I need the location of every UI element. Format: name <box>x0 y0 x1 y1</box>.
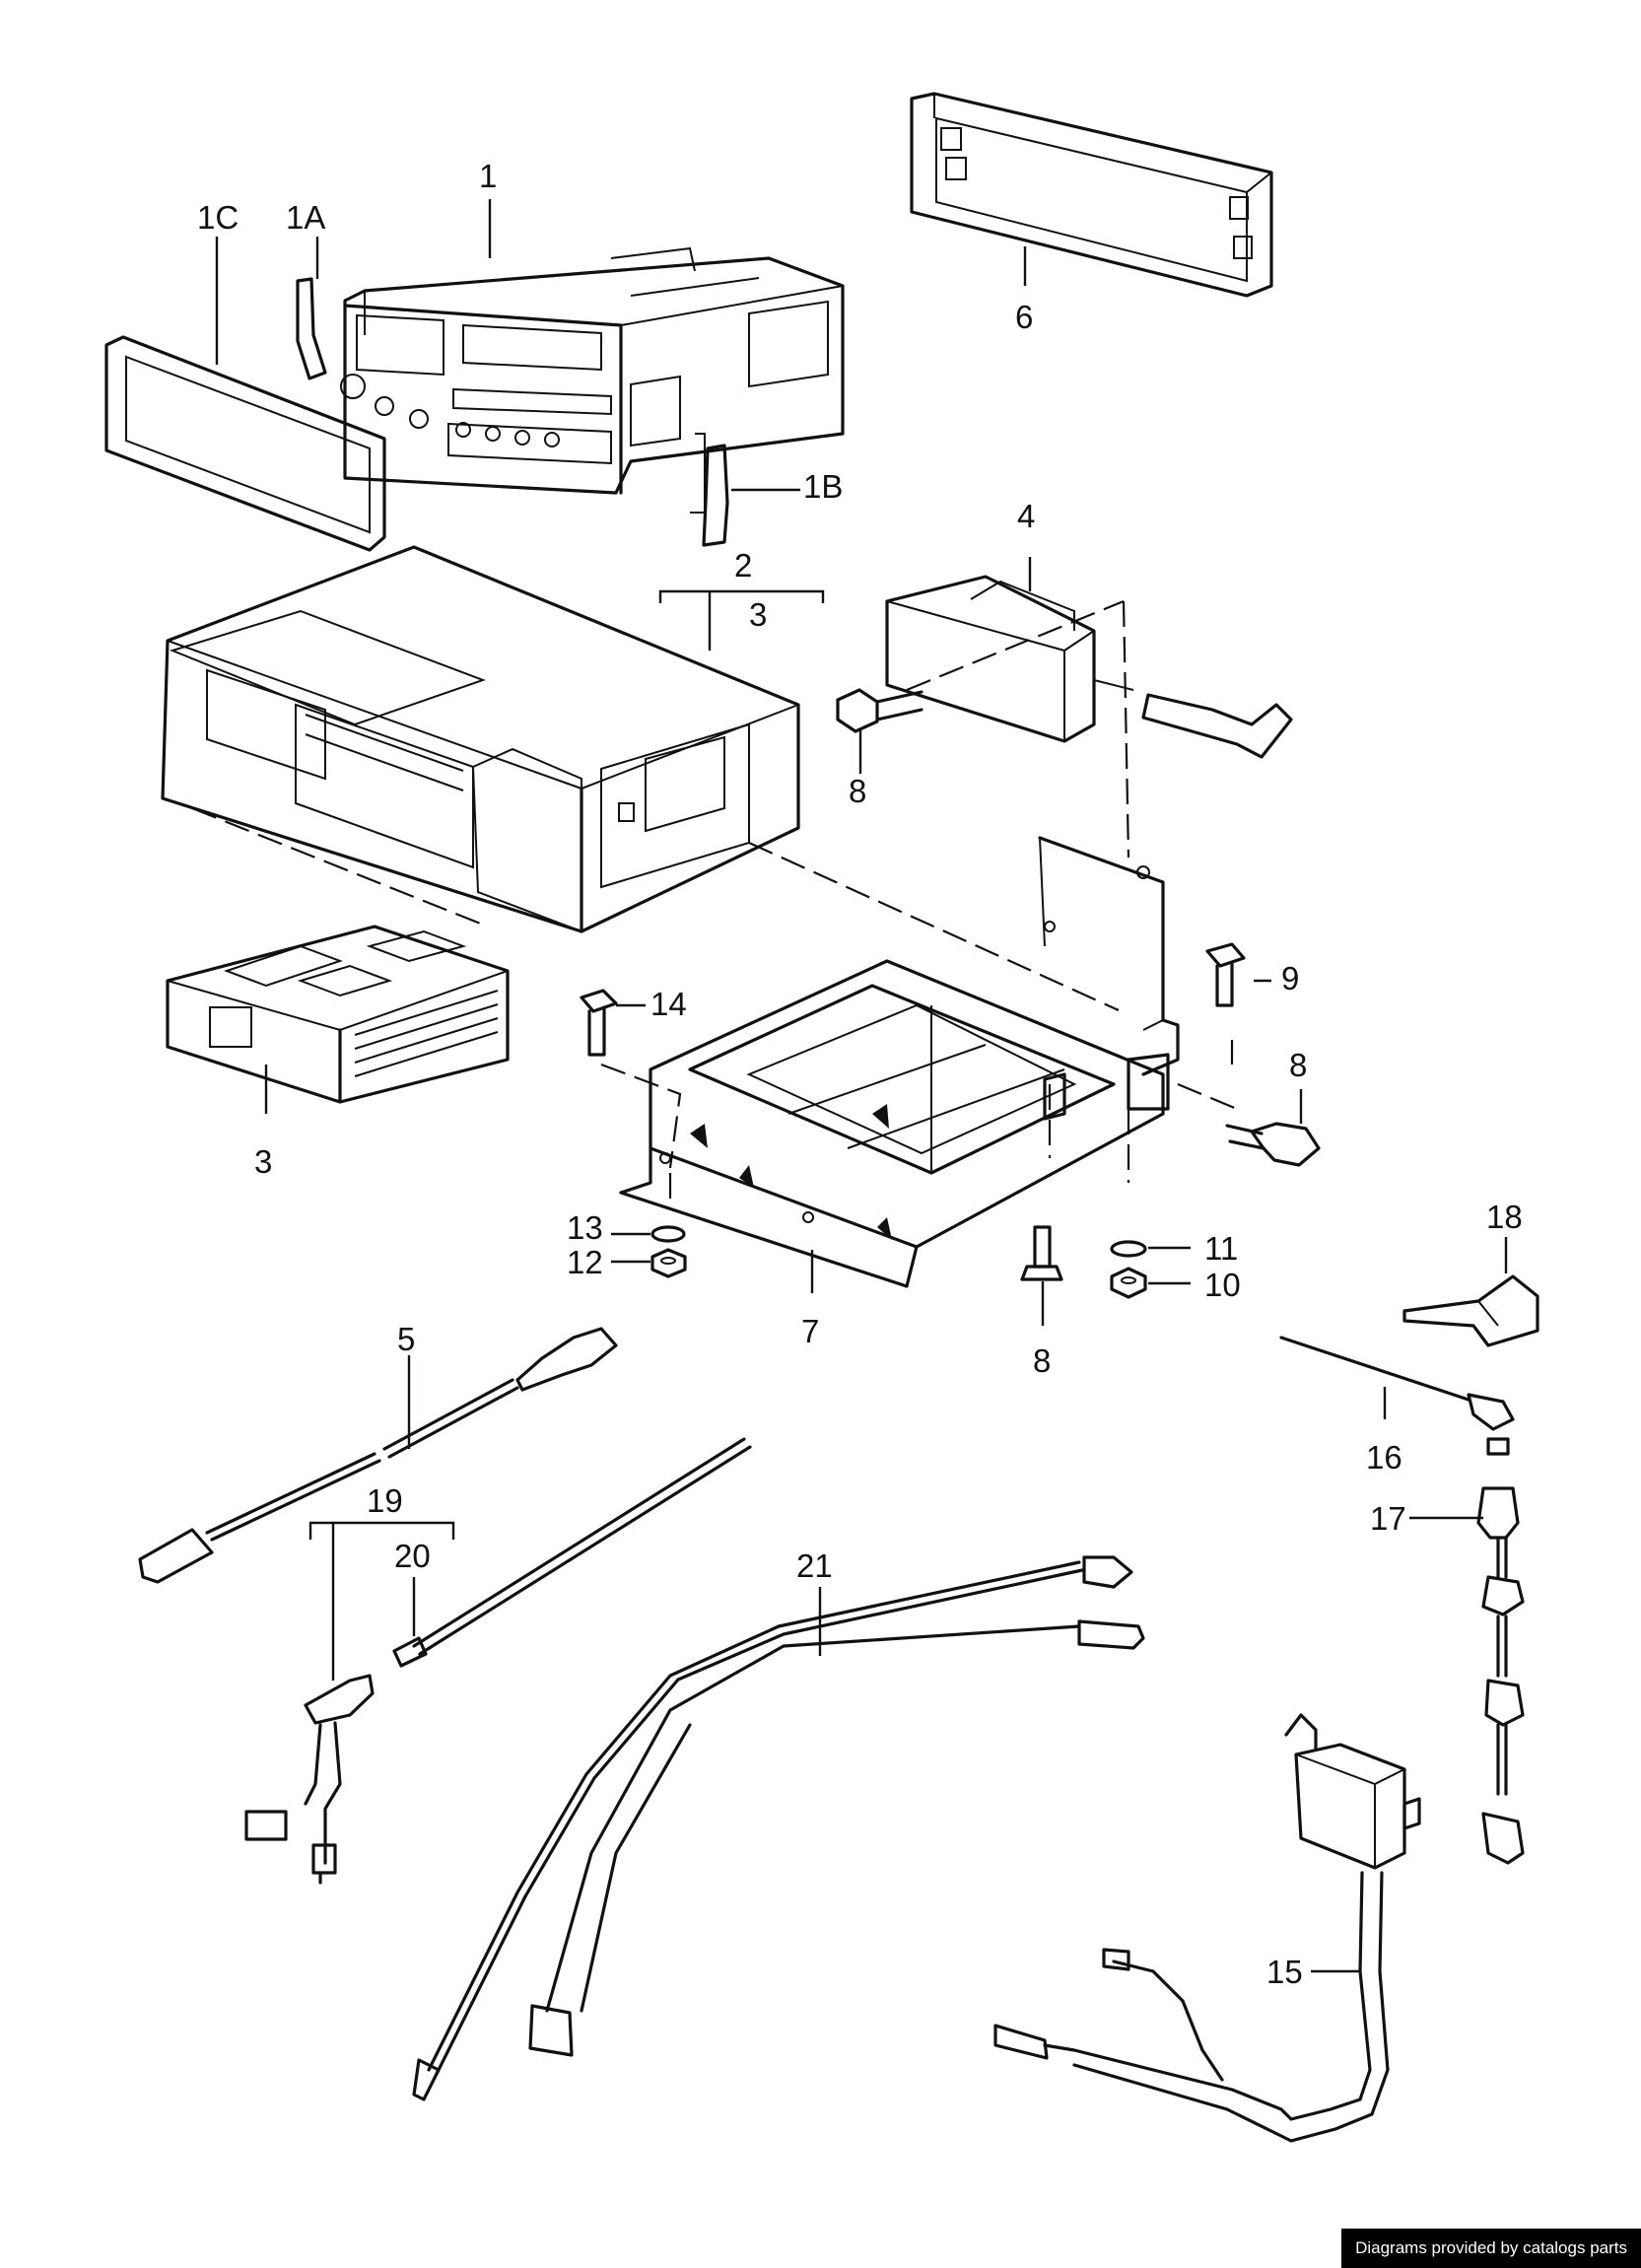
callout-13: 13 <box>567 1209 603 1246</box>
callout-8-bottom: 8 <box>1033 1342 1051 1379</box>
fastener-bolt-top <box>836 688 923 733</box>
fastener-bolt-bottom <box>1020 1225 1063 1281</box>
cable-5 <box>138 1327 618 1584</box>
assembly-lines <box>191 599 1238 1207</box>
radio-head-unit <box>340 246 845 514</box>
antenna-mast <box>1476 1437 1525 1865</box>
release-key-1a <box>296 277 327 380</box>
washer-11 <box>1110 1240 1147 1258</box>
callout-6: 6 <box>1015 299 1033 335</box>
trim-frame <box>104 335 386 552</box>
mounting-frame <box>910 92 1273 298</box>
credit-badge: Diagrams provided by catalogs parts <box>1341 2229 1641 2268</box>
antenna-cable-15 <box>993 1871 1390 2143</box>
cd-changer <box>161 545 800 933</box>
nut-10 <box>1110 1267 1147 1299</box>
washer-13 <box>650 1225 686 1243</box>
callout-19: 19 <box>367 1482 403 1519</box>
callout-15: 15 <box>1266 1954 1303 1990</box>
callout-10: 10 <box>1204 1267 1241 1303</box>
callout-16: 16 <box>1366 1439 1402 1476</box>
control-unit <box>885 575 1293 759</box>
fastener-bolt-9 <box>1205 942 1246 1007</box>
callout-7: 7 <box>801 1313 819 1349</box>
antenna-amplifier <box>1284 1713 1421 1870</box>
callout-1b: 1B <box>803 468 843 505</box>
callout-20: 20 <box>394 1538 431 1574</box>
antenna-rod <box>1279 1336 1515 1431</box>
callout-4: 4 <box>1017 498 1035 534</box>
callout-21: 21 <box>796 1547 833 1584</box>
cable-20 <box>392 1437 752 1668</box>
antenna-cap <box>1402 1274 1539 1347</box>
callout-1a: 1A <box>286 199 325 236</box>
callout-8-side: 8 <box>1289 1047 1307 1083</box>
callout-1: 1 <box>479 158 497 194</box>
callout-18: 18 <box>1486 1199 1523 1235</box>
callout-11: 11 <box>1204 1230 1238 1267</box>
callout-3-changer: 3 <box>749 596 767 633</box>
callout-1c: 1C <box>197 199 239 236</box>
callout-12: 12 <box>567 1244 603 1280</box>
leader-lines <box>215 199 1508 1973</box>
cable-21 <box>412 1555 1145 2101</box>
fastener-bolt-side <box>1225 1122 1321 1167</box>
callout-numbers: 1 1A 1B 1C 2 3 3 4 5 6 7 8 8 8 9 10 11 1… <box>197 158 1523 1990</box>
callout-3-magazine: 3 <box>254 1143 272 1180</box>
cable-19 <box>244 1674 375 1885</box>
cd-magazine <box>166 925 510 1104</box>
callout-2: 2 <box>734 547 752 584</box>
mounting-bracket <box>619 836 1180 1288</box>
callout-9: 9 <box>1281 960 1299 997</box>
callout-8-top: 8 <box>849 773 866 809</box>
nut-12 <box>650 1248 687 1278</box>
callout-14: 14 <box>650 986 687 1022</box>
release-key-1b <box>702 444 729 547</box>
fastener-bolt-14 <box>580 989 618 1057</box>
callout-5: 5 <box>397 1321 415 1357</box>
callout-17: 17 <box>1370 1500 1406 1537</box>
